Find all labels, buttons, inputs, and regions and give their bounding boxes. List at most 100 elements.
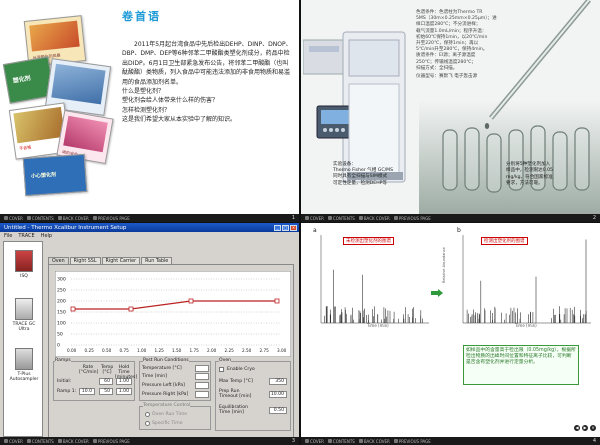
pressure-left-field[interactable]	[195, 382, 209, 389]
post-temp-field[interactable]	[195, 365, 209, 372]
tab-oven[interactable]: Oven	[48, 257, 69, 265]
spec-text: 色谱条件：色谱柱为Thermo TR 5MS（30m×0.25mm×0.25μm…	[416, 10, 516, 80]
nav-cover[interactable]: COVER	[4, 216, 23, 221]
gc-icon	[15, 298, 33, 320]
method-note: 分别将5种塑化剂加入 样品中，检测限达0.05 mg/kg，符合国家标准 要求，…	[506, 162, 598, 188]
prev-icon[interactable]: ◀	[574, 425, 580, 431]
list-icon	[26, 216, 31, 220]
nav-cover[interactable]: COVER	[305, 439, 324, 444]
spec-line: 载气流量1.0mL/min；程序升温：	[416, 28, 487, 34]
initial-temp-field[interactable]: 60	[99, 378, 113, 385]
nav-label: COVER	[310, 438, 324, 444]
page-chromatograms: a b 未检测出塑化剂的图谱 Time (min) 检测出塑化剂的图谱 Rela…	[301, 223, 600, 445]
nav-cover[interactable]: COVER	[4, 439, 23, 444]
chart-a-xlabel: Time (min)	[367, 323, 389, 328]
spec-line: 初始60℃保持1min，以20℃/min	[416, 34, 488, 40]
ramp1-temp-field[interactable]: 50	[99, 388, 113, 395]
nav-contents[interactable]: CONTENTS	[26, 439, 54, 444]
foreword-text: 2011年5月起台湾食品中先后检出DEHP、DINP、DNOP、DBP、DMP、…	[122, 40, 294, 125]
minimize-icon[interactable]: _	[274, 224, 281, 231]
x-tick-label: 1.00	[137, 348, 147, 353]
home-icon	[305, 439, 309, 443]
foreword-paragraph: 2011年5月起台湾食品中先后检出DEHP、DINP、DNOP、DBP、DMP、…	[122, 41, 292, 86]
menu-trace[interactable]: TRACE	[18, 232, 35, 239]
nav-label: PREVIOUS PAGE	[398, 215, 431, 221]
chromatogram-b	[462, 235, 591, 324]
nav-contents[interactable]: CONTENTS	[327, 438, 355, 444]
maximize-icon[interactable]: □	[282, 224, 289, 231]
equilibration-field[interactable]: 0.50	[269, 407, 287, 414]
max-temp-field[interactable]: 350	[269, 378, 287, 385]
enable-cryo-checkbox[interactable]	[219, 367, 224, 372]
profile-point	[128, 306, 134, 312]
specific-time-radio[interactable]	[145, 421, 150, 426]
close-icon[interactable]: ×	[590, 425, 596, 431]
nav-back-cover[interactable]: BACK COVER	[358, 439, 390, 444]
spec-line: 5MS（30m×0.25mm×0.25μm）；进	[416, 16, 497, 22]
spec-line: 5℃/min升至280℃，保持4min。	[416, 47, 488, 53]
home-icon	[4, 439, 8, 443]
spec-line: 扫描方式：全扫描。	[416, 65, 458, 71]
ramp1-label: Ramp 1:	[57, 389, 77, 394]
initial-hold-field[interactable]: 1.00	[116, 378, 132, 385]
prep-run-field[interactable]: 10.00	[269, 391, 287, 398]
question-4: 这是我们希望大家从本实验中了解的知识。	[122, 116, 237, 124]
nav-label: CONTENTS	[332, 438, 355, 444]
x-tick-label: 2.00	[207, 348, 217, 353]
oven-run-time-radio[interactable]	[145, 412, 150, 417]
nav-back-cover[interactable]: BACK COVER	[57, 215, 89, 221]
oven-run-time-label: Oven Run Time	[152, 412, 188, 417]
tab-run-table[interactable]: Run Table	[141, 257, 173, 265]
y-tick-label: 100	[57, 321, 66, 327]
autosampler-icon	[15, 348, 33, 370]
spec-line: 样口温度280℃；不分流进样；	[416, 22, 481, 28]
nav-previous[interactable]: PREVIOUS PAGE	[393, 215, 431, 221]
tab-strip: Oven Right SSL Right Carrier Run Table	[48, 257, 173, 265]
nav-contents[interactable]: CONTENTS	[26, 216, 54, 221]
method-line: mg/kg，符合国家标准	[506, 174, 553, 180]
chart-b-tag: b	[457, 227, 461, 234]
ramp1-rate-field[interactable]: 10.0	[79, 388, 95, 395]
tab-right-carrier[interactable]: Right Carrier	[101, 257, 141, 265]
post-time-field[interactable]	[195, 373, 209, 380]
initial-label: Initial:	[57, 379, 72, 384]
profile-point	[274, 298, 280, 304]
y-tick-label: 250	[57, 288, 66, 294]
nav-back-cover[interactable]: BACK COVER	[57, 439, 89, 444]
x-tick-label: 1.50	[172, 348, 182, 353]
instrument-autosampler[interactable]: T-Plus Autosampler	[8, 348, 40, 382]
method-line: 分别将5种塑化剂加入	[506, 162, 551, 167]
equipment-line: 同时具有全扫描与SIM模式	[333, 174, 388, 180]
instrument-trace-gc[interactable]: TRACE GC Ultra	[8, 298, 40, 332]
nav-back-cover[interactable]: BACK COVER	[358, 216, 390, 221]
menu-help[interactable]: Help	[40, 232, 53, 239]
page-instrument: 色谱条件：色谱柱为Thermo TR 5MS（30m×0.25mm×0.25μm…	[301, 0, 600, 222]
tab-right-ssl[interactable]: Right SSL	[69, 257, 101, 265]
nav-previous[interactable]: PREVIOUS PAGE	[393, 439, 431, 444]
page-nav-bar: COVER CONTENTS BACK COVER PREVIOUS PAGE …	[0, 214, 299, 222]
conclusion-note: 如样品中的含量高于检出限（0.05mg/kg），根据所检出物质的出峰时间位置和特…	[463, 345, 579, 385]
nav-previous[interactable]: PREVIOUS PAGE	[92, 439, 130, 444]
post-temp-label: Temperature [°C]	[142, 366, 182, 371]
chart-a-tag: a	[313, 227, 317, 234]
close-icon[interactable]: ×	[290, 224, 297, 231]
oven-group	[215, 361, 291, 431]
pressure-right-field[interactable]	[195, 391, 209, 398]
x-tick-label: 2.50	[242, 348, 252, 353]
page-number: 2	[592, 215, 596, 221]
nav-contents[interactable]: CONTENTS	[327, 216, 355, 221]
nav-label: BACK COVER	[62, 215, 89, 221]
window-titlebar: Untitled - Thermo Xcalibur Instrument Se…	[0, 223, 299, 232]
ramp1-hold-field[interactable]: 1.00	[116, 388, 132, 395]
oven-profile-line	[73, 300, 277, 310]
news-collage: 台湾塑化剂风暴 塑化剂 不合格 喝的安全 小心塑化剂	[2, 15, 114, 198]
instrument-isq[interactable]: ISQ	[8, 250, 40, 279]
x-tick-label: 2.75	[260, 348, 270, 353]
menu-file[interactable]: File	[4, 232, 13, 239]
previous-icon	[393, 216, 398, 220]
next-icon[interactable]: ▶	[582, 425, 588, 431]
nav-cover[interactable]: COVER	[305, 216, 324, 221]
y-tick-label: 150	[57, 310, 66, 316]
nav-previous[interactable]: PREVIOUS PAGE	[92, 216, 130, 221]
